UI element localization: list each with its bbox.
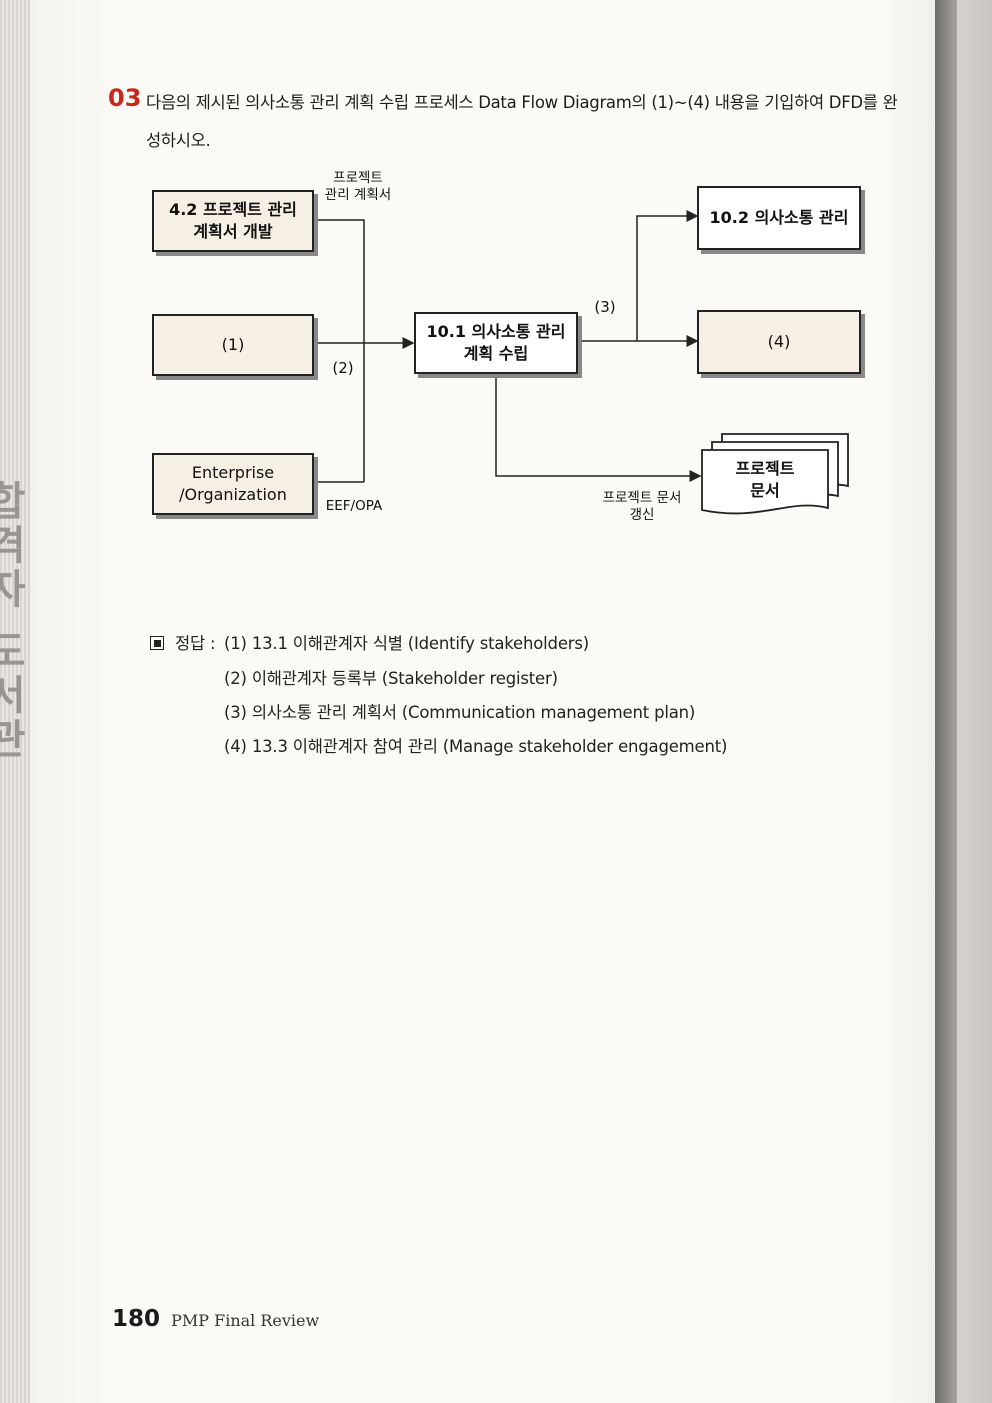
label-project-documents-update: 프로젝트 문서 갱신 (602, 490, 682, 523)
box-1-blank: (1) (152, 314, 314, 376)
page-edge-strip (0, 0, 30, 1403)
line-to-docs (495, 373, 702, 482)
answer-item: (1) 13.1 이해관계자 식별 (Identify stakeholders… (224, 634, 589, 653)
answer-item: (4) 13.3 이해관계자 참여 관리 (Manage stakeholder… (224, 737, 728, 756)
page-footer: 180 PMP Final Review (112, 1306, 319, 1332)
answer-item: (3) 의사소통 관리 계획서 (Communication managemen… (224, 703, 696, 722)
label-project-management-plan: 프로젝트 관리 계획서 (324, 170, 392, 203)
book-title: PMP Final Review (171, 1311, 320, 1330)
label-eef-opa: EEF/OPA (325, 498, 383, 514)
book-gutter-shadow (935, 0, 957, 1403)
answer-square-icon (150, 636, 164, 650)
answer-item: (2) 이해관계자 등록부 (Stakeholder register) (224, 669, 558, 688)
line-to-10-2 (636, 210, 699, 341)
question-number: 03 (108, 84, 142, 112)
question-text: 다음의 제시된 의사소통 관리 계획 수립 프로세스 Data Flow Dia… (146, 93, 898, 150)
line-4-2-to-bus (314, 219, 365, 482)
page-number: 180 (112, 1306, 161, 1332)
box-10-2-manage-communication: 10.2 의사소통 관리 (697, 186, 861, 250)
answer-prefix: 정답 : (175, 634, 216, 653)
document-stack-icon (701, 433, 849, 515)
box-4-2-project-plan: 4.2 프로젝트 관리 계획서 개발 (152, 190, 314, 252)
box-10-1-plan-communication: 10.1 의사소통 관리 계획 수립 (414, 312, 578, 374)
box-project-documents: 프로젝트 문서 (735, 459, 795, 500)
box-4-blank: (4) (697, 310, 861, 374)
side-edge-text: 합격자 도서관 (0, 480, 26, 762)
label-3: (3) (594, 298, 616, 316)
box-enterprise-organization: Enterprise /Organization (152, 453, 314, 515)
label-2: (2) (332, 359, 354, 377)
